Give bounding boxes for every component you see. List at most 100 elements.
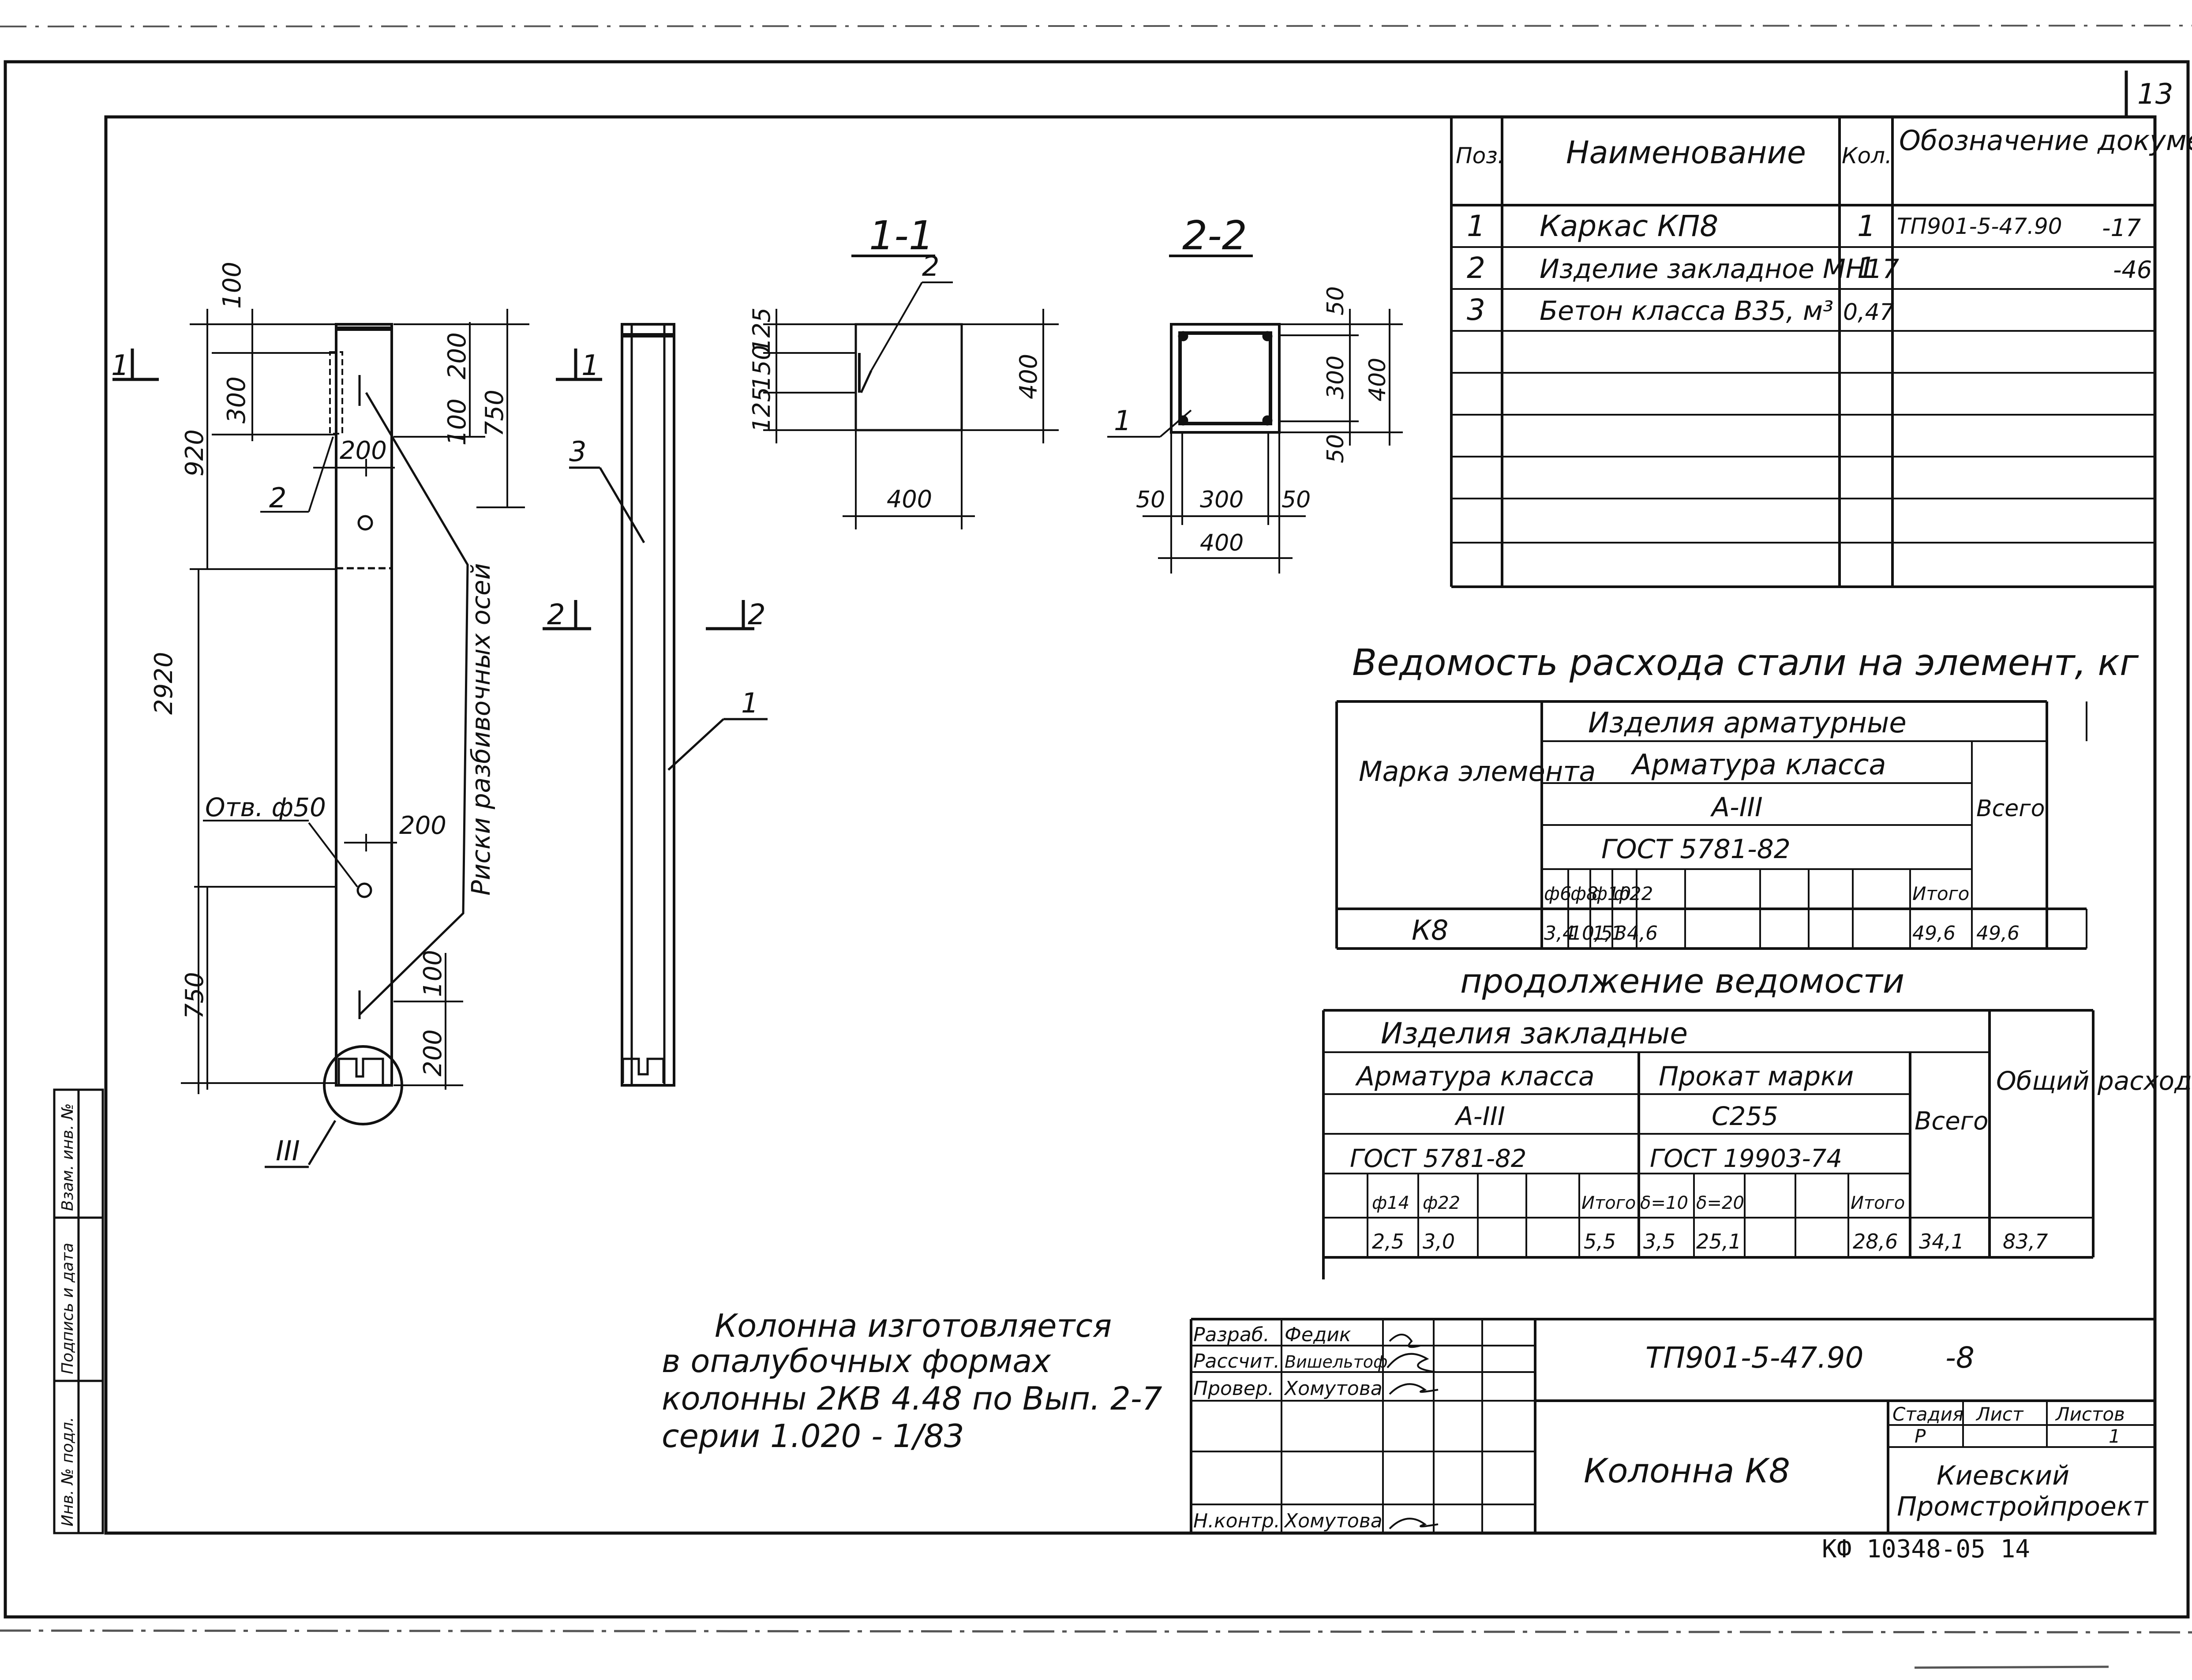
steel-col-d10: ф10	[1592, 883, 1631, 904]
steel-products-header: Изделия арматурные	[1588, 707, 1907, 739]
tb-role-checked: Провер.	[1193, 1377, 1274, 1400]
spec-row1-name: Каркас КП8	[1540, 209, 1718, 243]
tb-element-name: Колонна К8	[1584, 1451, 1790, 1490]
callout-2-elev: 2	[269, 482, 286, 514]
cut-2-right: 2	[748, 599, 766, 631]
steel-mark-header: Марка элемента	[1359, 755, 1596, 788]
tb-name-checked: Хомутова	[1284, 1377, 1383, 1400]
cont-col-total1: Итого	[1581, 1193, 1636, 1213]
spec-row2-qty: 1	[1857, 251, 1876, 285]
tb-role-calculated: Рассчит.	[1193, 1350, 1280, 1372]
elevation-dimensions	[181, 309, 529, 1094]
elevation-dim-labels: 100 300 920 200 200 100 750 2920 200 750…	[150, 262, 509, 1076]
section-2-2-title: 2-2	[1182, 213, 1247, 259]
cont-rolled-header: Прокат марки	[1659, 1061, 1854, 1092]
spec-row2-name: Изделие закладное МН17	[1540, 254, 1899, 285]
steel-table-title: Ведомость расхода стали на элемент, кг	[1352, 642, 2139, 684]
cont-gost1: ГОСТ 5781-82	[1350, 1144, 1526, 1173]
steel-class-header: Арматура класса	[1630, 749, 1886, 781]
cont-overall-header: Общий расход	[1996, 1066, 2192, 1096]
spec-row1-pos: 1	[1467, 209, 1485, 243]
spec-table-text: Поз. Наименование Кол. Обозначение докум…	[1456, 124, 2192, 327]
cont-col-total2: Итого	[1851, 1193, 1905, 1213]
stamp-sign-date: Подпись и дата	[59, 1243, 77, 1374]
steel-val-d10: 1,1	[1592, 922, 1623, 945]
spec-row1-doc: ТП901-5-47.90	[1897, 214, 2062, 239]
steel-gost: ГОСТ 5781-82	[1601, 834, 1791, 865]
dim-s1-125-top: 125	[748, 308, 776, 353]
spec-row2-pos: 2	[1467, 251, 1485, 285]
note-line-1: Колонна изготовляется	[715, 1307, 1112, 1344]
cont-col-t10: δ=10	[1640, 1193, 1688, 1213]
cont-class-header: Арматура класса	[1355, 1061, 1595, 1092]
dim-s1-400-w: 400	[887, 485, 932, 513]
steel-class: А-III	[1710, 792, 1763, 823]
footer-code: КФ 10348-05 14	[1822, 1535, 2030, 1564]
dim-750-top: 750	[480, 390, 509, 437]
side-stamp: Инв. № подл. Подпись и дата Взам. инв. №	[53, 1088, 104, 1534]
cut-markers	[112, 349, 754, 630]
dim-2920: 2920	[150, 652, 178, 715]
cut-1-left: 1	[111, 349, 129, 382]
tb-sheets: 1	[2109, 1425, 2121, 1447]
spec-row1-qty: 1	[1857, 209, 1876, 243]
dim-100-b: 100	[443, 398, 472, 446]
section-1-1-title: 1-1	[869, 213, 934, 259]
tb-sheet-label: Лист	[1975, 1403, 2024, 1425]
tb-name-developed: Федик	[1285, 1324, 1351, 1346]
tb-org-line-2: Промстройпроект	[1897, 1491, 2149, 1522]
spec-row3-pos: 3	[1467, 293, 1485, 327]
cont-val-total: 34,1	[1919, 1230, 1964, 1253]
cont-class: А-III	[1454, 1101, 1505, 1131]
tb-org-line-1: Киевский	[1937, 1460, 2069, 1491]
spec-row3-qty: 0,47	[1843, 299, 1894, 326]
cont-val-total2: 28,6	[1853, 1230, 1898, 1253]
dim-750-bottom: 750	[180, 972, 209, 1019]
dim-s1-150: 150	[748, 345, 776, 390]
dim-s2-50-left: 50	[1136, 487, 1165, 513]
dim-s2-400-v: 400	[1364, 358, 1391, 401]
dim-s2-50-top: 50	[1323, 286, 1349, 315]
dim-s1-400-h: 400	[1015, 354, 1042, 399]
steel-col-d6: ф6	[1544, 883, 1572, 904]
tb-stage: Р	[1915, 1425, 1926, 1447]
dim-s2-50-bottom: 50	[1323, 434, 1349, 463]
stamp-inv-replace: Взам. инв. №	[59, 1103, 77, 1211]
steel-val-d22: 34,6	[1615, 922, 1658, 945]
tb-stage-label: Стадия	[1892, 1403, 1963, 1425]
tb-name-norm-control: Хомутова	[1284, 1510, 1383, 1532]
cont-val-t20: 25,1	[1696, 1230, 1741, 1253]
spec-table	[1450, 117, 2156, 588]
manufacturing-note: Колонна изготовляется в опалубочных форм…	[662, 1307, 1162, 1455]
section-2-2	[1107, 255, 1403, 574]
steel-col-d22: ф22	[1614, 883, 1653, 904]
dim-100-c: 100	[419, 950, 447, 997]
cont-table-title: продолжение ведомости	[1460, 961, 1904, 1001]
cont-val-d14: 2,5	[1372, 1230, 1404, 1253]
column-side-view	[569, 323, 768, 1087]
cut-2-left: 2	[547, 599, 565, 631]
title-block	[1190, 1318, 2155, 1533]
cont-total-header: Всего	[1915, 1107, 1988, 1136]
cont-steel: С255	[1712, 1101, 1778, 1131]
cont-embedded-header: Изделия закладные	[1381, 1016, 1688, 1050]
dim-920: 920	[180, 429, 209, 476]
spec-row3-name: Бетон класса В35, м³	[1540, 296, 1833, 326]
dim-200-b: 200	[443, 332, 472, 379]
dim-s1-125-bottom: 125	[748, 387, 776, 432]
cont-col-t20: δ=20	[1696, 1193, 1744, 1213]
title-block-text: Разраб. Рассчит. Провер. Н.контр. Федик …	[1193, 1324, 2149, 1532]
dim-s2-400-h: 400	[1200, 530, 1244, 556]
note-line-4: серии 1.020 - 1/83	[662, 1418, 964, 1455]
cont-table-text: Изделия закладные Арматура класса Прокат…	[1350, 1016, 2192, 1253]
cont-val-overall: 83,7	[2003, 1230, 2048, 1253]
steel-table-text: Марка элемента Изделия арматурные Армату…	[1359, 707, 2045, 946]
callout-3: 3	[569, 435, 586, 468]
spec-header-qty: Кол.	[1842, 143, 1892, 169]
callout-hole: Отв. ф50	[205, 792, 326, 822]
dim-300: 300	[222, 376, 251, 424]
cont-col-d22: ф22	[1423, 1193, 1460, 1213]
dim-200-d: 200	[419, 1029, 447, 1076]
column-elevation	[265, 323, 469, 1168]
